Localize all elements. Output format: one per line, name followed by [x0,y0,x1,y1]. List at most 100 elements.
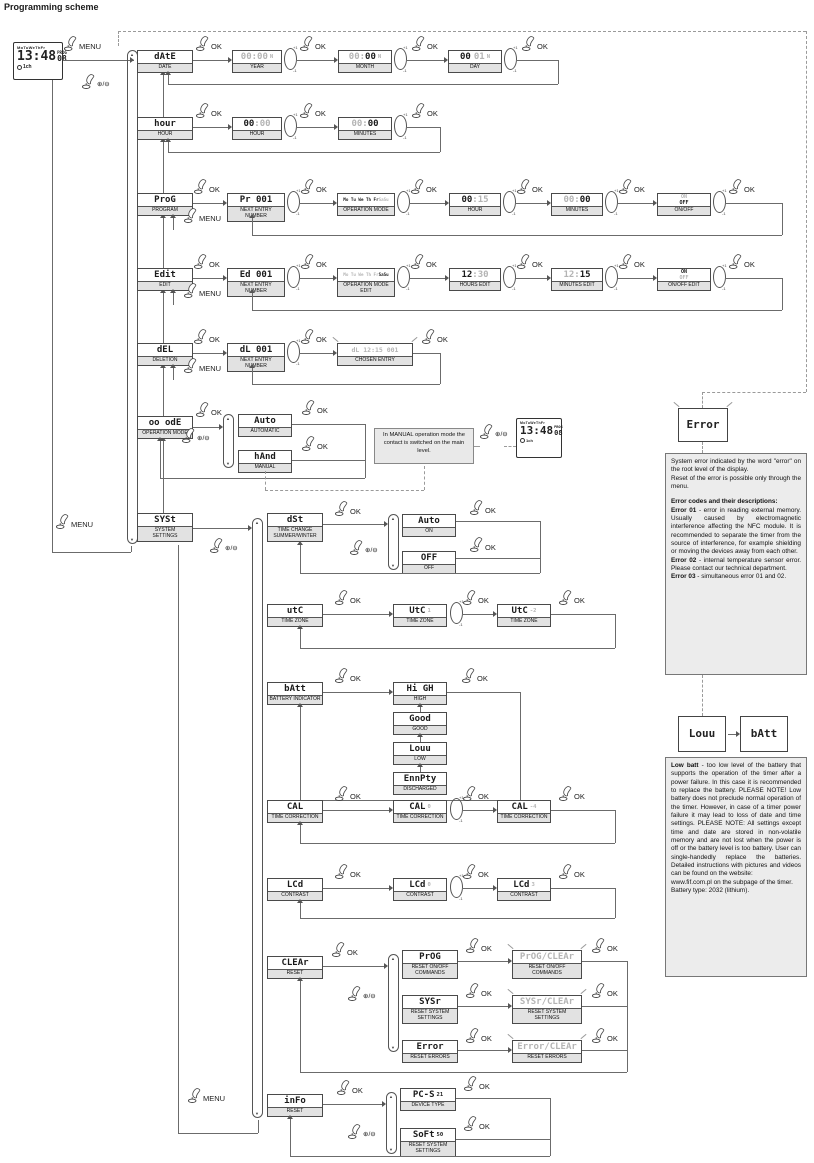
press-button-icon [618,254,632,269]
connector-line [193,528,248,529]
dashed-connector-line [504,446,516,447]
rotary-plus-minus-icon: +1-1 [284,112,298,140]
connector-line [551,614,615,615]
press-button-icon [193,179,207,194]
connector-line [131,546,132,552]
plus-minus-button: ⊕/⊖ [349,540,378,555]
ok-button: OK [558,864,585,879]
arrowhead [219,424,223,430]
ok-button: OK [334,590,361,605]
connector-line [582,1050,627,1051]
press-button-icon [300,179,314,194]
ok-button: OK [465,938,492,953]
ok-button: OK [728,254,755,269]
arrowhead [160,289,166,293]
connector-line [456,558,540,559]
press-button-icon [411,36,425,51]
connector-line [178,1133,258,1134]
ok-button: OK [558,590,585,605]
ok-button: OK [300,329,327,344]
press-button-icon [183,208,197,223]
connector-line [290,1119,291,1156]
connector-line [617,203,653,204]
press-button-icon [299,36,313,51]
arrowhead [417,763,423,767]
plus-minus-button: ⊕/⊖ [347,986,376,1001]
arrowhead [653,200,657,206]
press-button-icon [462,786,476,801]
arrowhead [508,958,512,964]
arrowhead [508,1047,512,1053]
connector-line [160,478,365,479]
press-button-icon [410,179,424,194]
low-battery-info-panel: Low batt - too low level of the battery … [665,757,807,977]
ok-button: OK [195,402,222,417]
ok-button: OK [516,254,543,269]
rotary-plus-minus-icon: +1-1 [284,45,298,73]
ok-button: OK [193,329,220,344]
press-button-icon [421,329,435,344]
rotary-plus-minus-icon: +1-1 [450,873,464,901]
press-button-icon [521,36,535,51]
press-button-icon [347,986,361,1001]
arrowhead [334,57,338,63]
connector-line [300,918,615,919]
menu-button: MENU [183,358,221,373]
press-button-icon [469,537,483,552]
connector-line [516,60,558,61]
arrowhead [223,350,227,356]
ok-button: OK [463,1116,490,1131]
arrowhead [228,57,232,63]
connector-line [627,961,628,1072]
arrowhead [165,71,171,75]
press-button-icon [193,254,207,269]
press-button-icon [195,402,209,417]
connector-line [168,75,169,85]
dashed-connector-line [702,392,806,393]
press-button-icon [63,36,77,51]
arrowhead [297,899,303,903]
connector-line [582,961,627,962]
display-low-batt-left: Louu [678,716,726,752]
connector-line [252,368,253,384]
ok-button: OK [463,1076,490,1091]
press-button-icon [301,400,315,415]
ok-button: OK [618,254,645,269]
press-button-icon [465,1028,479,1043]
display-low-batt-right: bAtt [740,716,788,752]
connector-line [323,524,384,525]
ok-button: OK [591,1028,618,1043]
ok-button: OK [334,501,361,516]
connector-line [173,293,174,305]
rotary-plus-minus-icon: +1-1 [605,263,619,291]
arrowhead [382,1101,386,1107]
connector-line [252,384,440,385]
connector-line [615,614,616,648]
connector-line [406,127,440,128]
ok-button: OK [301,436,328,451]
dashed-connector-line [265,471,266,490]
connector-line [456,521,540,522]
ok-button: OK [465,983,492,998]
rotary-plus-minus-icon: +1-1 [605,188,619,216]
arrowhead [165,138,171,142]
ok-button: OK [300,179,327,194]
press-button-icon [183,358,197,373]
arrowhead [170,289,176,293]
connector-line [725,203,782,204]
press-button-icon [334,864,348,879]
connector-line [168,84,558,85]
